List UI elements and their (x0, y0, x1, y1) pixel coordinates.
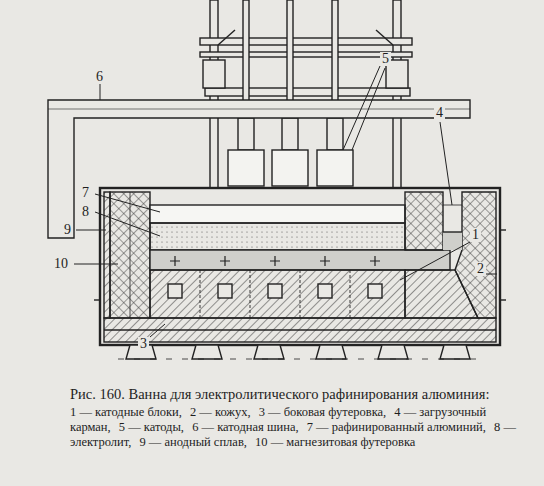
callout-number: 5 (380, 52, 391, 66)
key-entry: 6 — катодная шина, (192, 420, 298, 434)
frame (200, 0, 412, 190)
cathodes (228, 150, 353, 186)
callout-number: 8 (80, 205, 91, 219)
key-entry: 5 — катоды, (119, 420, 184, 434)
housing (94, 188, 506, 345)
key-entry: 9 — анодный сплав, (139, 435, 246, 449)
charging-pocket (405, 192, 496, 318)
key-entry: 10 — магнезитовая футеровка (255, 435, 415, 449)
key-entry: 2 — кожух, (190, 405, 251, 419)
bottom-lining (104, 318, 496, 342)
leader-lines (74, 66, 497, 337)
cathode-rods (238, 0, 343, 150)
callout-number: 1 (470, 228, 481, 242)
key-entry: 1 — катодные блоки, (70, 405, 182, 419)
callout-number: 10 (52, 257, 70, 271)
figure-caption: Рис. 160. Ванна для электролитического р… (70, 386, 489, 402)
electrolyte (150, 223, 405, 250)
refined-aluminium (150, 205, 405, 223)
callout-number: 9 (62, 223, 73, 237)
callout-number: 3 (138, 337, 149, 351)
anode-alloy (150, 250, 450, 270)
callout-number: 7 (80, 186, 91, 200)
key-entry: 3 — боковая футеровка, (259, 405, 386, 419)
callout-number: 6 (94, 70, 105, 84)
callout-number: 4 (434, 106, 445, 120)
key-entry: 7 — рафинированный алюминий, (307, 420, 486, 434)
caption-block: Рис. 160. Ванна для электролитического р… (70, 386, 520, 450)
legs (118, 345, 480, 359)
cathode-blocks (150, 256, 405, 318)
callout-number: 2 (475, 262, 486, 276)
side-lining (104, 192, 110, 318)
magnesite-lining (110, 192, 150, 318)
